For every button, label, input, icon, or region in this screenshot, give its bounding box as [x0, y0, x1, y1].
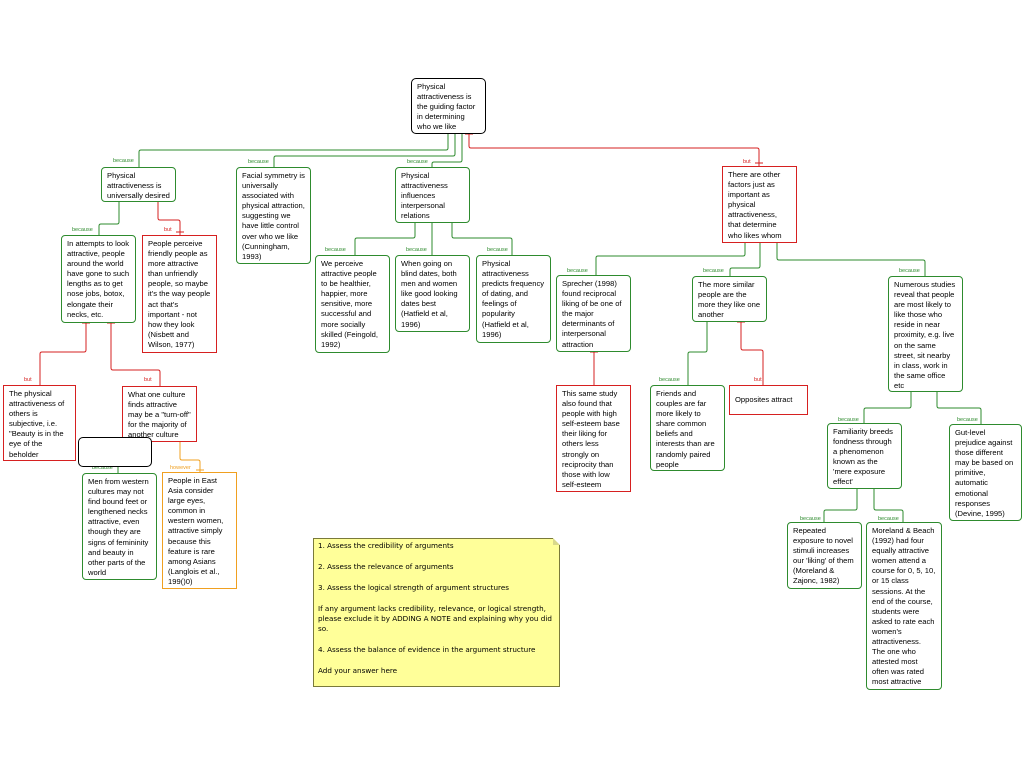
- because-label: because: [248, 159, 269, 165]
- reason-repeated[interactable]: Repeated exposure to novel stimuli incre…: [787, 522, 862, 589]
- because-label: because: [899, 268, 920, 274]
- because-label: because: [325, 247, 346, 253]
- because-label: because: [406, 247, 427, 253]
- reason-perceive[interactable]: We perceive attractive people to be heal…: [315, 255, 390, 353]
- but-label: but: [754, 377, 762, 383]
- objection-culture[interactable]: What one culture finds attractive may be…: [122, 386, 197, 442]
- objection-self-esteem[interactable]: This same study also found that people w…: [556, 385, 631, 492]
- reason-dating[interactable]: Physical attractiveness predicts frequen…: [476, 255, 551, 343]
- note-line: 3. Assess the logical strength of argume…: [318, 583, 509, 592]
- reason-friends[interactable]: Friends and couples are far more likely …: [650, 385, 725, 471]
- because-label: because: [800, 516, 821, 522]
- reason-similar[interactable]: The more similar people are the more the…: [692, 276, 767, 322]
- but-label: but: [144, 377, 152, 383]
- because-label: because: [407, 159, 428, 165]
- because-label: because: [567, 268, 588, 274]
- note-line: 4. Assess the balance of evidence in the…: [318, 645, 536, 654]
- note-line: 1. Assess the credibility of arguments: [318, 541, 454, 550]
- empty-node[interactable]: [78, 437, 152, 467]
- reason-lengths[interactable]: In attempts to look attractive, people a…: [61, 235, 136, 323]
- because-label: because: [113, 158, 134, 164]
- but-label: but: [24, 377, 32, 383]
- objection-subjective[interactable]: The physical attractiveness of others is…: [3, 385, 76, 461]
- note-line: 2. Assess the relevance of arguments: [318, 562, 454, 571]
- objection-friendly[interactable]: People perceive friendly people as more …: [142, 235, 217, 353]
- note-line: If any argument lacks credibility, relev…: [318, 604, 552, 633]
- reason-proximity[interactable]: Numerous studies reveal that people are …: [888, 276, 963, 392]
- but-label: but: [743, 159, 751, 165]
- because-label: because: [878, 516, 899, 522]
- claim-root[interactable]: Physical attractiveness is the guiding f…: [411, 78, 486, 134]
- because-label: because: [703, 268, 724, 274]
- reason-western[interactable]: Men from western cultures may not find b…: [82, 473, 157, 580]
- instruction-note[interactable]: 1. Assess the credibility of arguments 2…: [313, 538, 560, 687]
- note-fold: [553, 538, 560, 545]
- reason-universal[interactable]: Physical attractiveness is universally d…: [101, 167, 176, 202]
- reason-moreland[interactable]: Moreland & Beach (1992) had four equally…: [866, 522, 942, 690]
- reason-symmetry[interactable]: Facial symmetry is universally associate…: [236, 167, 311, 264]
- reason-familiarity[interactable]: Familiarity breeds fondness through a ph…: [827, 423, 902, 489]
- however-label: however: [170, 465, 191, 471]
- objection-opposites[interactable]: Opposites attract: [729, 385, 808, 415]
- but-label: but: [164, 227, 172, 233]
- objection-other-factors[interactable]: There are other factors just as importan…: [722, 166, 797, 243]
- because-label: because: [92, 465, 113, 471]
- reason-sprecher[interactable]: Sprecher (1998) found reciprocal liking …: [556, 275, 631, 352]
- because-label: because: [487, 247, 508, 253]
- reason-influences[interactable]: Physical attractiveness influences inter…: [395, 167, 470, 223]
- because-label: because: [72, 227, 93, 233]
- reason-blind-dates[interactable]: When going on blind dates, both men and …: [395, 255, 470, 332]
- because-label: because: [659, 377, 680, 383]
- because-label: because: [957, 417, 978, 423]
- because-label: because: [838, 417, 859, 423]
- note-answer-prompt[interactable]: Add your answer here: [318, 666, 398, 675]
- reason-gut-level[interactable]: Gut-level prejudice against those differ…: [949, 424, 1022, 521]
- qualifier-east-asia[interactable]: People in East Asia consider large eyes,…: [162, 472, 237, 589]
